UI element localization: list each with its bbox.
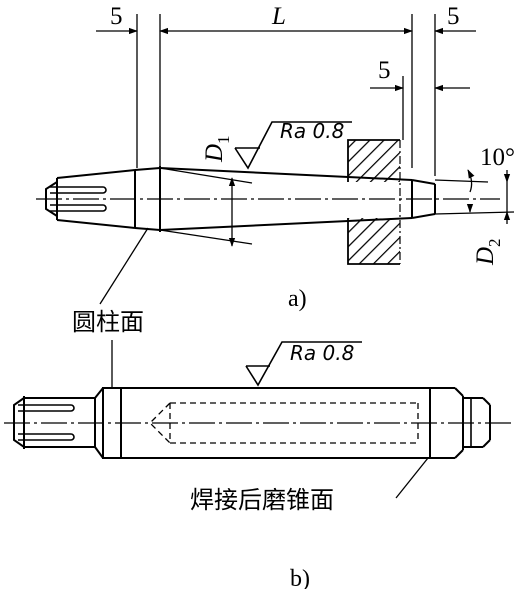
dim-right-label: 5 (447, 3, 460, 30)
extension-lines (136, 14, 436, 176)
figure-a (36, 14, 515, 305)
d2-subscript: 2 (485, 238, 504, 247)
dim-length-label: L (271, 3, 286, 30)
angle-label: 10° (480, 144, 515, 171)
cone-leader (395, 457, 429, 499)
angle-dimension (466, 169, 475, 213)
d2-symbol: D (472, 247, 499, 266)
d1-label: D1 (201, 135, 233, 163)
svg-text:D1: D1 (201, 135, 233, 163)
dim-left-label: 5 (110, 3, 123, 30)
dim-step-label: 5 (378, 57, 391, 84)
taper-extension-lines (159, 167, 515, 245)
caption-a: a) (288, 286, 307, 312)
roughness-label-b: Ra 0.8 (290, 341, 354, 365)
d1-symbol: D (201, 144, 228, 163)
cylinder-surface-label: 圆柱面 (72, 308, 144, 336)
caption-b: b) (290, 566, 310, 589)
d1-subscript: 1 (214, 135, 233, 144)
roughness-symbol-a (234, 121, 352, 170)
svg-text:D2: D2 (472, 238, 504, 266)
cone-surface-label: 焊接后磨锥面 (190, 486, 334, 514)
d2-label: D2 (472, 238, 504, 266)
grinding-ring-section (347, 139, 401, 265)
roughness-symbol-b (245, 341, 362, 387)
roughness-label-a: Ra 0.8 (280, 119, 344, 143)
cylinder-leader (99, 227, 149, 305)
figure-b (4, 340, 512, 499)
